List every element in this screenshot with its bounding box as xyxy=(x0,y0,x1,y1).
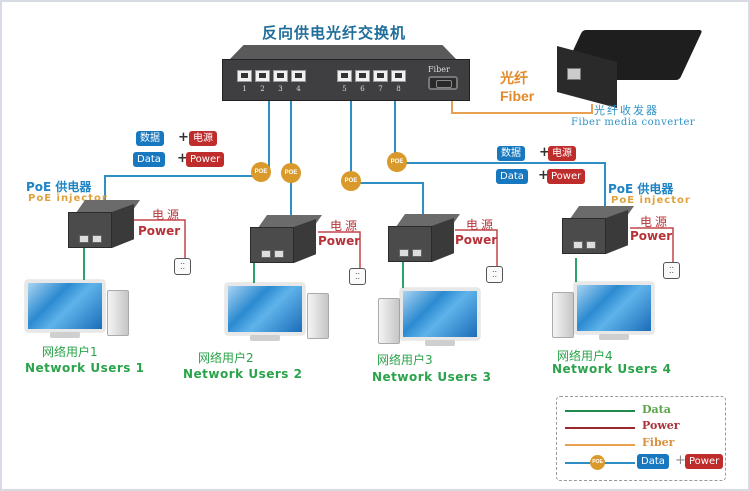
user-label-en: Network Users 2 xyxy=(183,367,303,381)
power-outlet-icon: ⁚⁚ xyxy=(174,258,191,275)
poe-line-port7 xyxy=(394,100,606,222)
user-label-en: Network Users 1 xyxy=(25,361,145,375)
power-label-cn: 电源 xyxy=(640,215,671,229)
power-label-en: Power xyxy=(138,224,181,238)
power-line-1 xyxy=(126,219,186,258)
rj45-port-7 xyxy=(373,70,388,82)
port-number: 7 xyxy=(378,85,383,93)
legend-data-line xyxy=(565,410,635,412)
fiber-port-label: Fiber xyxy=(428,65,450,74)
legend-poe-badge: POE xyxy=(590,455,605,470)
legend-power-label: Power xyxy=(642,419,680,432)
power-line-3 xyxy=(455,229,498,266)
rj45-port-1 xyxy=(237,70,252,82)
power-label-en: Power xyxy=(318,234,361,248)
poe-badge: POE xyxy=(251,162,271,182)
poe-line-port5 xyxy=(350,100,424,232)
power-badge-en: Power xyxy=(547,169,586,184)
legend-plus: + xyxy=(675,453,686,468)
plus-sign: + xyxy=(538,168,549,183)
legend-power-badge: Power xyxy=(685,454,724,469)
poe-injector-3 xyxy=(388,214,461,264)
data-badge-cn: 数据 xyxy=(136,131,164,146)
fiber-media-converter xyxy=(557,30,707,110)
power-badge-en: Power xyxy=(186,152,225,167)
power-label-cn: 电源 xyxy=(152,208,183,222)
poe-badge: POE xyxy=(387,152,407,172)
user-label-cn: 网络用户1 xyxy=(42,345,98,359)
computer-icon xyxy=(552,282,662,352)
data-badge-en: Data xyxy=(496,169,528,184)
data-badge-cn: 数据 xyxy=(497,146,525,161)
power-line-2 xyxy=(318,231,361,268)
switch-title: 反向供电光纤交换机 xyxy=(262,24,407,42)
computer-icon xyxy=(25,280,135,350)
port-number: 8 xyxy=(396,85,401,93)
legend: Data Power Fiber POE Data + Power xyxy=(556,396,726,481)
user-label-en: Network Users 4 xyxy=(552,362,672,376)
power-outlet-icon: ⁚⁚ xyxy=(663,262,680,279)
poe-badge: POE xyxy=(281,163,301,183)
user-label-en: Network Users 3 xyxy=(372,370,492,384)
user-label-cn: 网络用户4 xyxy=(557,349,613,363)
fiber-label-cn: 光纤 xyxy=(500,71,528,87)
poe-injector-label-cn: PoE 供电器 xyxy=(608,182,674,196)
rj45-port-5 xyxy=(337,70,352,82)
power-badge-cn: 电源 xyxy=(548,146,576,161)
power-outlet-icon: ⁚⁚ xyxy=(486,266,503,283)
rj45-port-3 xyxy=(273,70,288,82)
port-number: 1 xyxy=(242,85,247,93)
plus-sign: + xyxy=(178,130,189,145)
user-label-cn: 网络用户3 xyxy=(377,353,433,367)
user-label-cn: 网络用户2 xyxy=(198,351,254,365)
legend-fiber-line xyxy=(565,444,635,446)
plus-sign: + xyxy=(177,151,188,166)
poe-injector-2 xyxy=(250,215,323,265)
computer-icon xyxy=(378,288,488,358)
fiber-port xyxy=(428,76,458,90)
poe-injector-label-en: PoE injector xyxy=(28,193,108,204)
poe-injector-4 xyxy=(562,206,635,256)
power-badge-cn: 电源 xyxy=(189,131,217,146)
legend-fiber-label: Fiber xyxy=(642,436,675,449)
converter-rj45-port xyxy=(567,68,581,80)
converter-label-cn: 光纤收发器 xyxy=(594,104,659,117)
port-number: 3 xyxy=(278,85,283,93)
port-number: 4 xyxy=(296,85,301,93)
power-line-4 xyxy=(630,227,674,262)
poe-injector-label-en: PoE injector xyxy=(611,195,691,206)
fiber-line xyxy=(451,100,593,114)
port-number: 6 xyxy=(360,85,365,93)
rj45-port-8 xyxy=(391,70,406,82)
legend-power-line xyxy=(565,427,635,429)
port-number: 5 xyxy=(342,85,347,93)
fiber-switch: 1 2 3 4 5 6 7 8 Fiber xyxy=(222,45,472,102)
legend-data-badge: Data xyxy=(637,454,669,469)
poe-injector-label-cn: PoE 供电器 xyxy=(26,180,92,194)
poe-badge: POE xyxy=(341,171,361,191)
rj45-port-4 xyxy=(291,70,306,82)
power-label-cn: 电源 xyxy=(330,219,361,233)
power-label-en: Power xyxy=(630,229,673,243)
plus-sign: + xyxy=(539,145,550,160)
rj45-port-6 xyxy=(355,70,370,82)
fiber-label-en: Fiber xyxy=(500,88,535,104)
computer-icon xyxy=(225,283,335,353)
power-label-cn: 电源 xyxy=(466,218,497,232)
rj45-port-2 xyxy=(255,70,270,82)
port-number: 2 xyxy=(260,85,265,93)
data-badge-en: Data xyxy=(133,152,165,167)
legend-data-label: Data xyxy=(642,403,671,416)
poe-injector-1 xyxy=(68,200,141,250)
power-outlet-icon: ⁚⁚ xyxy=(349,268,366,285)
power-label-en: Power xyxy=(455,233,498,247)
converter-label-en: Fiber media converter xyxy=(571,117,696,128)
